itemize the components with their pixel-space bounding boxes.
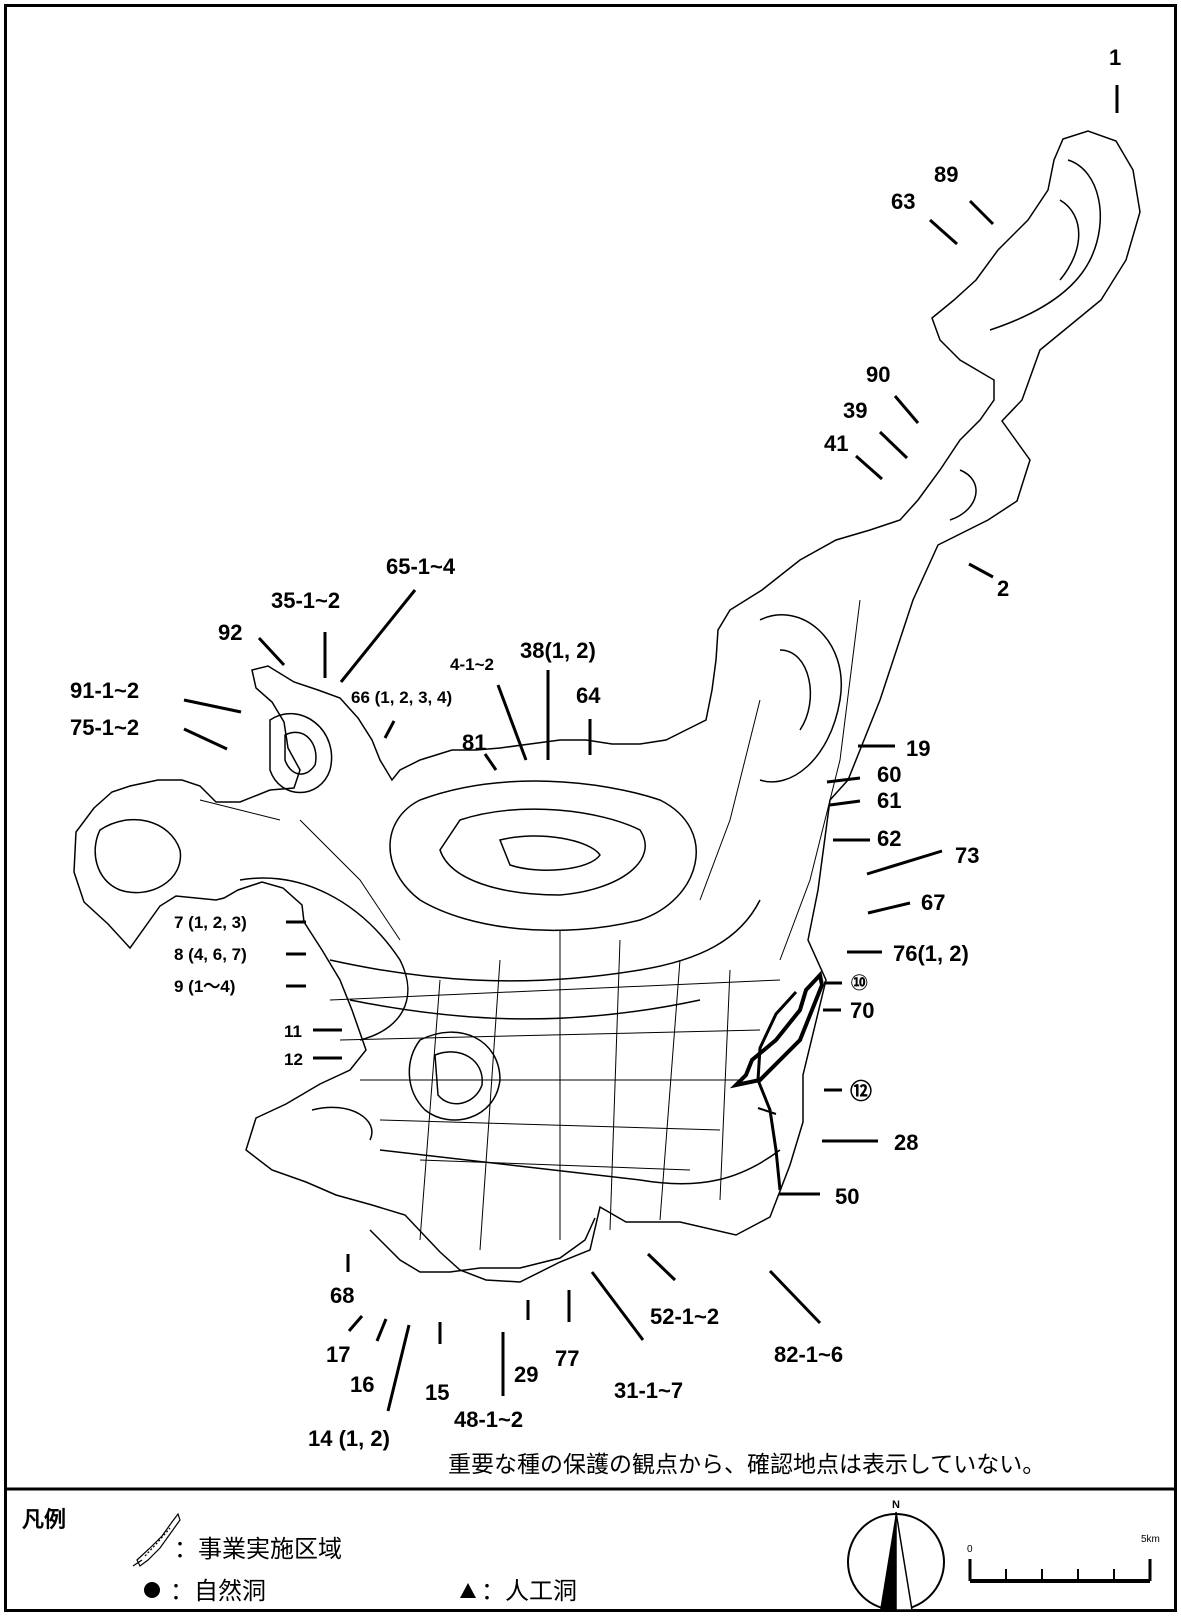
leader-66 (383, 720, 396, 739)
site-labels: 1 89 63 90 39 41 2 65-1~4 35-1~2 92 91-1… (70, 45, 1121, 1451)
legend-project-area-text: ：事業実施区域 (174, 1535, 342, 1563)
site-label-7: 7 (1, 2, 3) (174, 913, 247, 932)
site-label-1: 1 (1109, 45, 1121, 70)
site-label-52: 52-1~2 (650, 1304, 719, 1329)
project-area (729, 970, 825, 1089)
site-label-19: 19 (906, 736, 930, 761)
scale-bar (968, 1559, 1152, 1583)
site-label-77: 77 (555, 1346, 579, 1371)
legend-natural-cave-text: ：自然洞 (170, 1577, 266, 1605)
legend: 凡例 ：事業実施区域 ：自然洞 ：人工洞 (22, 1508, 577, 1605)
site-label-15: 15 (425, 1380, 449, 1405)
site-label-60: 60 (877, 762, 901, 787)
site-label-73: 73 (955, 843, 979, 868)
site-label-2: 2 (997, 576, 1009, 601)
leader-73 (866, 849, 943, 876)
leader-60 (826, 776, 861, 784)
leader-82 (768, 1269, 822, 1325)
site-label-65: 65-1~4 (386, 554, 456, 579)
map-frame (4, 4, 1177, 1612)
leader-65 (339, 589, 417, 683)
site-label-91: 91-1~2 (70, 678, 139, 703)
leader-14 (386, 1324, 411, 1412)
site-label-41: 41 (824, 431, 848, 456)
artificial-cave-icon (460, 1583, 476, 1598)
road-network (199, 599, 861, 1251)
site-label-39: 39 (843, 398, 867, 423)
site-label-68: 68 (330, 1283, 354, 1308)
project-area-road (756, 990, 798, 1191)
site-label-9: 9 (1～4) (174, 977, 235, 996)
leader-17 (347, 1315, 364, 1332)
leader-2 (968, 562, 994, 579)
site-label-62: 62 (877, 826, 901, 851)
site-label-38: 38(1, 2) (520, 638, 596, 663)
leader-52 (646, 1252, 677, 1282)
leader-lines (183, 85, 1119, 1412)
site-label-17: 17 (326, 1342, 350, 1367)
site-label-29: 29 (514, 1362, 538, 1387)
leader-39 (878, 430, 909, 460)
road-marker (757, 1107, 777, 1115)
leader-92 (257, 636, 286, 667)
site-label-48: 48-1~2 (454, 1407, 523, 1432)
natural-cave-icon (144, 1582, 160, 1598)
site-label-12-circled: ⑫ (850, 1079, 872, 1104)
site-label-70: 70 (850, 998, 874, 1023)
site-label-35: 35-1~2 (271, 588, 340, 613)
legend-artificial-cave-text: ：人工洞 (481, 1577, 577, 1605)
protection-note: 重要な種の保護の観点から、確認地点は表示していない。 (448, 1452, 1045, 1478)
site-label-31: 31-1~7 (614, 1378, 683, 1403)
leader-89 (968, 199, 995, 226)
site-label-28: 28 (894, 1130, 918, 1155)
site-label-8: 8 (4, 6, 7) (174, 945, 247, 964)
southern-coast (369, 1217, 596, 1273)
site-label-66: 66 (1, 2, 3, 4) (351, 688, 452, 707)
leader-91 (183, 698, 242, 714)
leader-81 (483, 753, 498, 771)
leader-75 (183, 727, 228, 751)
site-label-89: 89 (934, 162, 958, 187)
site-label-82: 82-1~6 (774, 1342, 843, 1367)
site-label-92: 92 (218, 620, 242, 645)
site-label-14: 14 (1, 2) (308, 1426, 390, 1451)
leader-90 (893, 395, 920, 424)
legend-title: 凡例 (22, 1508, 66, 1533)
leader-63 (929, 218, 958, 246)
leader-67 (867, 901, 911, 915)
site-label-90: 90 (866, 362, 890, 387)
island-outline (73, 130, 1141, 1283)
compass: N (847, 1499, 945, 1611)
site-label-67: 67 (921, 890, 945, 915)
site-label-61: 61 (877, 788, 901, 813)
site-label-12: 12 (284, 1050, 303, 1069)
scale-start-label: 0 (967, 1544, 973, 1555)
site-label-63: 63 (891, 189, 915, 214)
compass-north-label: N (892, 1499, 900, 1511)
leader-31 (590, 1271, 645, 1341)
site-label-16: 16 (350, 1372, 374, 1397)
leader-61 (829, 799, 861, 807)
site-label-10: ⑩ (850, 970, 869, 995)
site-label-75: 75-1~2 (70, 715, 139, 740)
north-arrow-right-icon (895, 1511, 913, 1611)
project-area-symbol-icon (132, 1512, 181, 1567)
site-label-4: 4-1~2 (450, 655, 494, 674)
site-label-64: 64 (576, 683, 601, 708)
site-label-81: 81 (462, 730, 486, 755)
site-label-11: 11 (284, 1022, 302, 1041)
site-label-76: 76(1, 2) (893, 941, 969, 966)
leader-41 (855, 454, 883, 481)
leader-16 (375, 1318, 388, 1342)
scale-end-label: 5km (1141, 1534, 1160, 1545)
leader-4 (496, 684, 528, 761)
site-label-50: 50 (835, 1184, 859, 1209)
